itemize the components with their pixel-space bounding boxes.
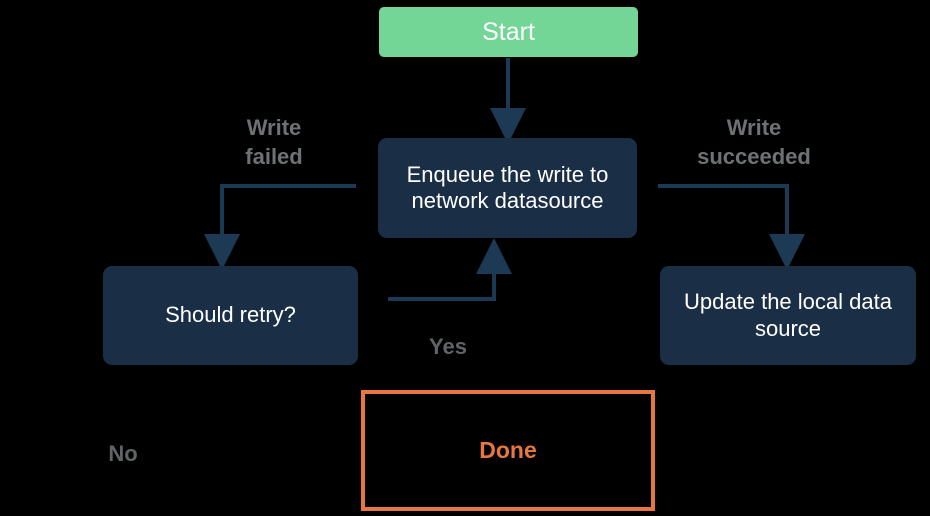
node-enqueue-write-label: Enqueue the write to network datasource xyxy=(406,161,609,213)
node-update-local-data-source-label: Update the local data source xyxy=(684,289,892,341)
edge-enqueue-to-should-retry xyxy=(204,184,356,270)
node-should-retry-label: Should retry? xyxy=(165,302,296,328)
node-should-retry[interactable]: Should retry? xyxy=(103,266,358,365)
edge-enqueue-to-update-local xyxy=(658,184,805,270)
edge-label-no: No xyxy=(108,441,138,466)
edge-label-yes: Yes xyxy=(429,334,467,359)
edge-retry-yes-to-enqueue xyxy=(388,238,512,301)
edge-label-write-failed: Write failed xyxy=(245,115,303,169)
node-start[interactable]: Start xyxy=(379,7,638,57)
node-done[interactable]: Done xyxy=(361,390,655,511)
node-enqueue-write[interactable]: Enqueue the write to network datasource xyxy=(378,138,637,238)
edge-label-write-succeeded: Write succeeded xyxy=(697,115,811,169)
node-update-local-data-source[interactable]: Update the local data source xyxy=(660,266,916,365)
node-done-label: Done xyxy=(479,436,537,463)
node-start-label: Start xyxy=(482,18,535,46)
